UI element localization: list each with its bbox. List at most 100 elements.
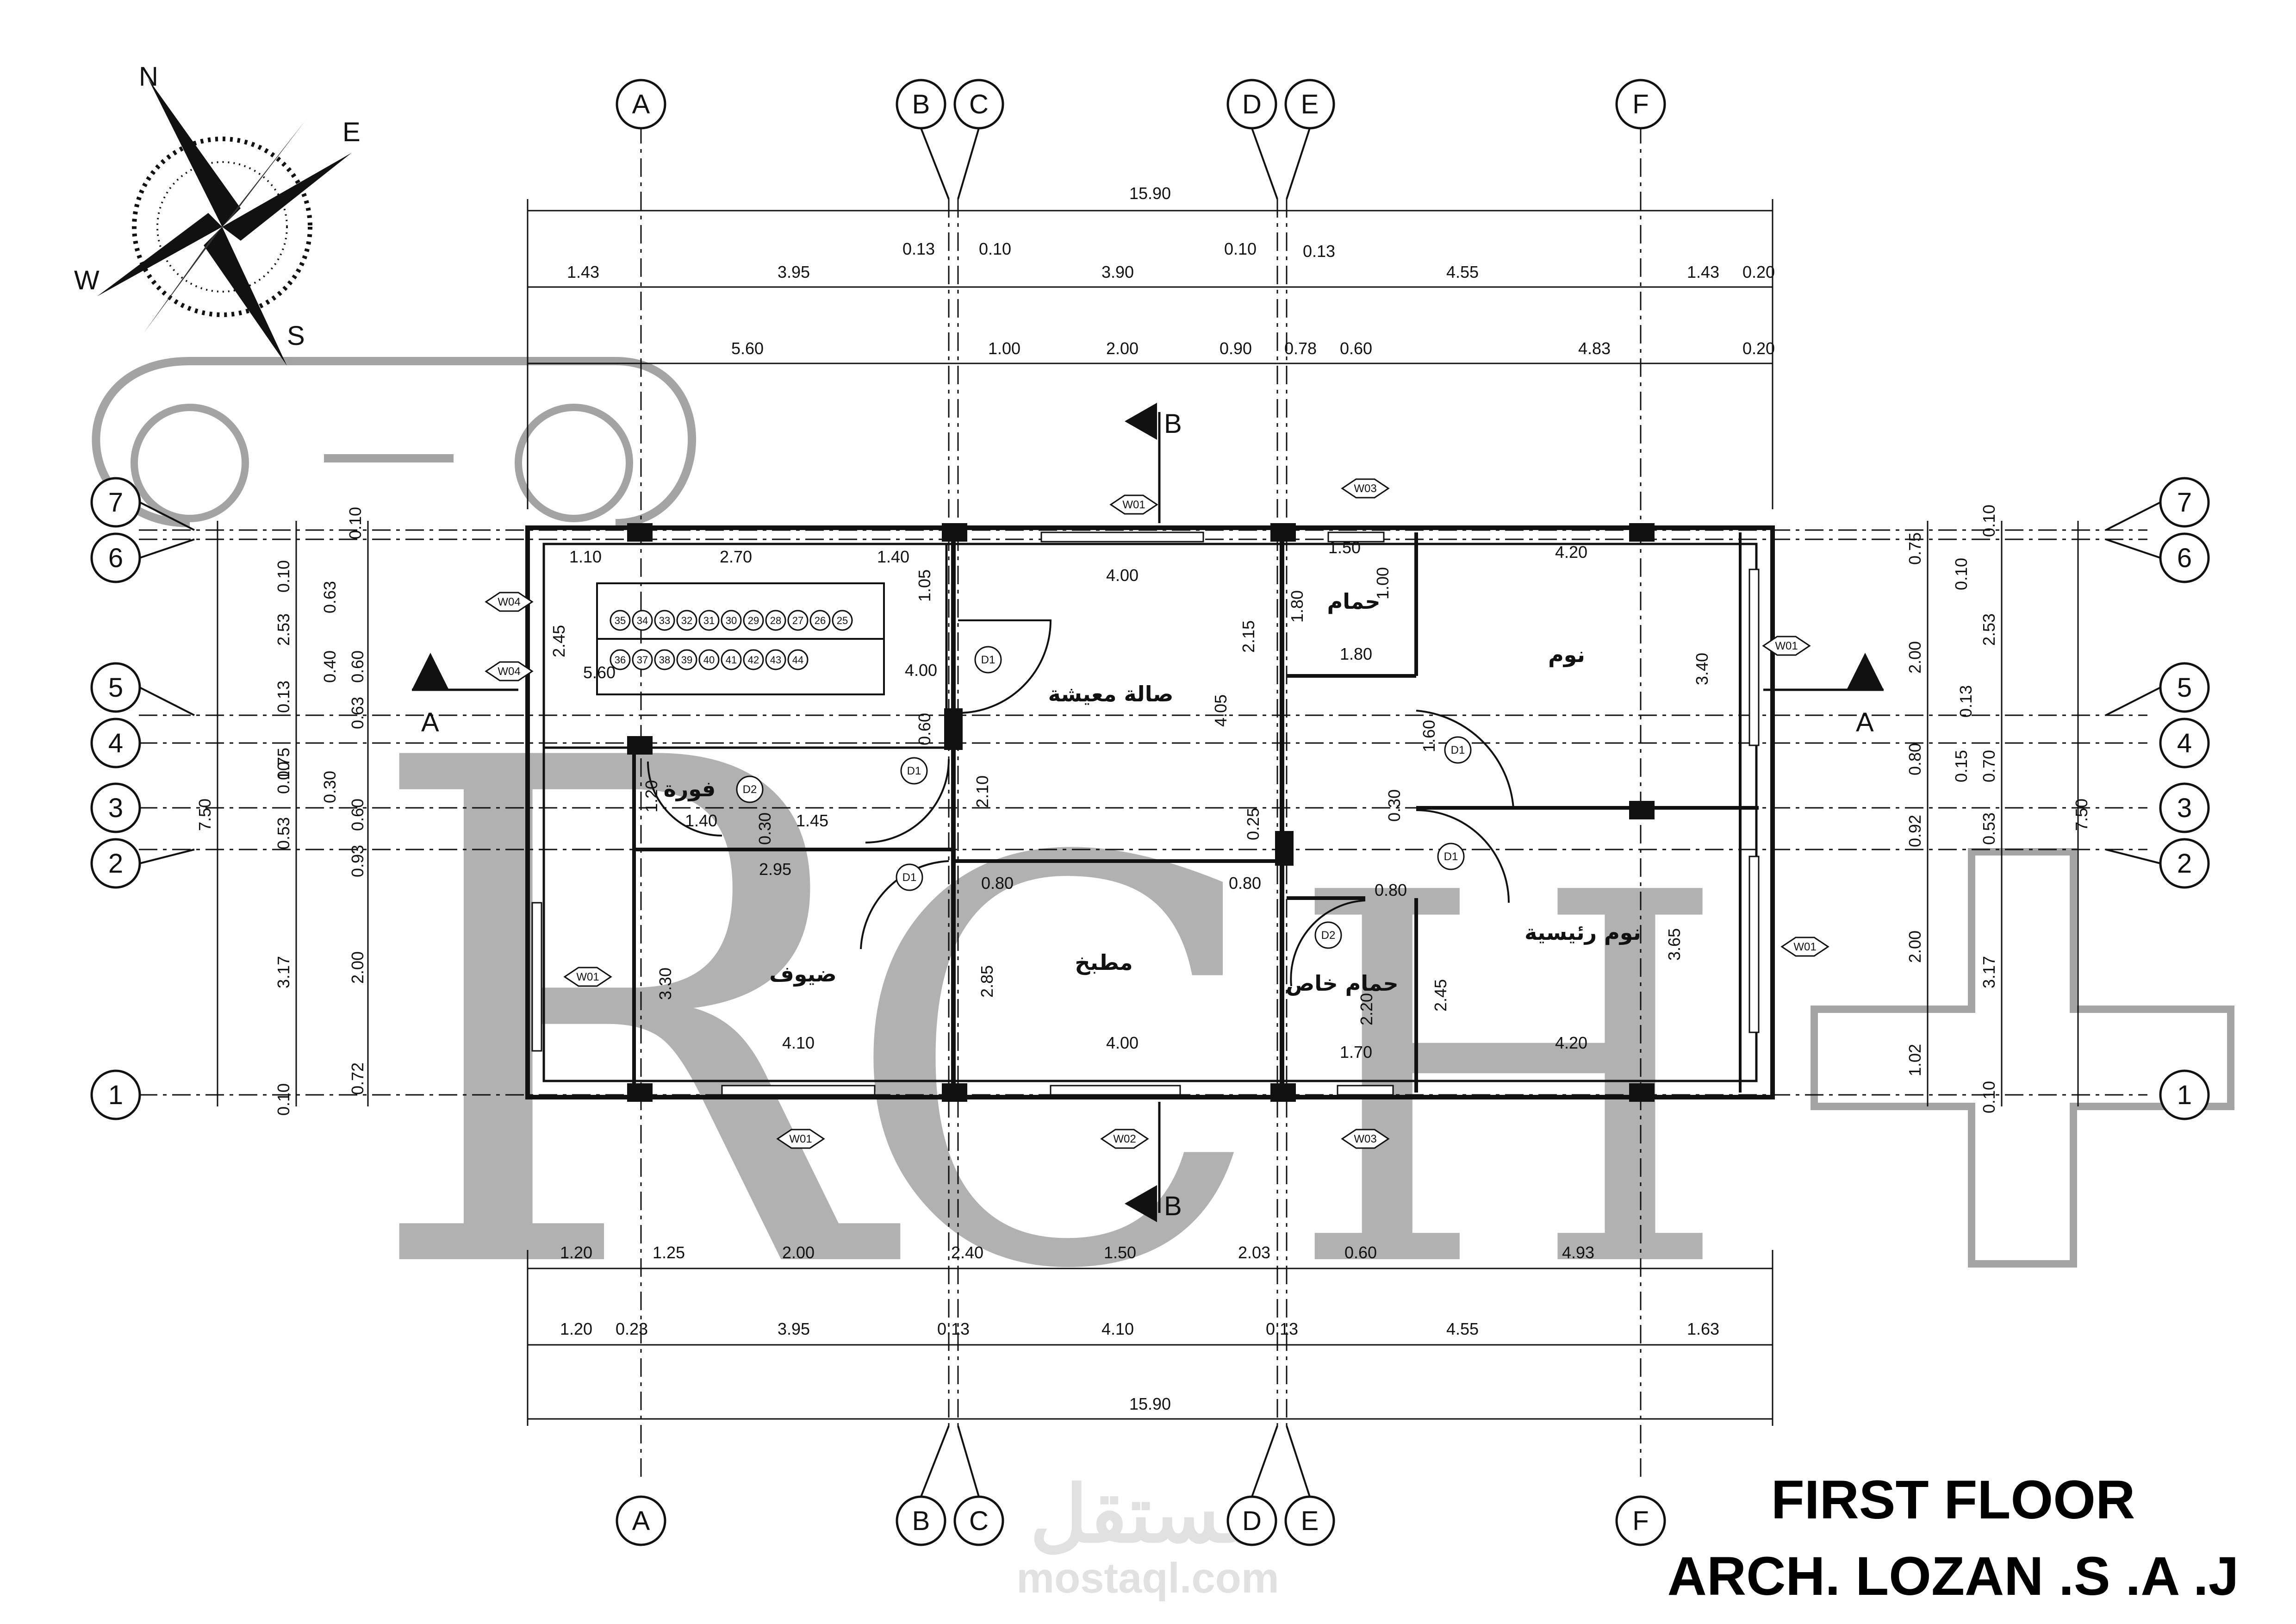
axis-label-d-bottom: D xyxy=(1242,1506,1262,1536)
dim-in-140a: 1.40 xyxy=(877,547,909,566)
compass-s: S xyxy=(287,321,305,351)
stair-step-number: 44 xyxy=(792,654,803,666)
compass-w: W xyxy=(74,265,100,295)
dim-bot-r2-5: 0.13 xyxy=(1266,1319,1298,1338)
dim-left-c3-3: 0.60 xyxy=(348,650,367,683)
dim-in-160: 1.60 xyxy=(1419,720,1438,752)
dim-in-270: 2.70 xyxy=(720,547,752,566)
dimension-lines xyxy=(217,199,2079,1426)
axis-label-1-right: 1 xyxy=(2177,1080,2192,1110)
dim-right-c1-2: 0.80 xyxy=(1905,743,1924,775)
dim-in-215: 2.15 xyxy=(1239,620,1258,653)
stair-step-circle xyxy=(787,610,809,631)
dim-in-170: 1.70 xyxy=(1340,1043,1372,1062)
staircase xyxy=(596,582,885,695)
building-walls xyxy=(525,525,1775,1099)
dim-in-080a: 0.80 xyxy=(981,874,1014,893)
dim-left-c3-4: 0.63 xyxy=(348,697,367,729)
dim-in-410: 4.10 xyxy=(782,1033,815,1052)
stair-step-circle xyxy=(809,610,831,631)
dim-in-080c: 0.80 xyxy=(1375,881,1407,899)
room-bath: حمام xyxy=(1327,589,1381,614)
dim-top-s-1: 0.10 xyxy=(979,239,1011,258)
section-b-bottom: B xyxy=(1164,1191,1182,1221)
axis-bubbles-side xyxy=(90,477,2210,1120)
dim-top-r3-4: 0.78 xyxy=(1284,339,1317,358)
dim-top-r2-2: 3.90 xyxy=(1101,262,1134,281)
dim-left-c3-10: 0.72 xyxy=(348,1062,367,1095)
axis-label-7-right: 7 xyxy=(2177,487,2192,518)
section-a-left: A xyxy=(421,707,439,737)
dim-right-c1-3: 0.92 xyxy=(1905,815,1924,847)
axis-label-5-right: 5 xyxy=(2177,673,2192,703)
dim-top-r3-7: 0.20 xyxy=(1742,339,1775,358)
dim-top-r3-3: 0.90 xyxy=(1220,339,1252,358)
windows xyxy=(531,531,1760,1096)
stair-step-circle xyxy=(676,610,697,631)
dim-bot-r1-6: 0.60 xyxy=(1344,1243,1377,1262)
axis-label-e-bottom: E xyxy=(1301,1506,1319,1536)
dim-top-s-3: 0.13 xyxy=(1303,242,1335,261)
dim-top-r2-1: 3.95 xyxy=(778,262,810,281)
dim-bot-r1-0: 1.20 xyxy=(560,1243,592,1262)
tag-d1-bedroom: D1 xyxy=(1451,744,1465,756)
dim-in-400b: 4.00 xyxy=(1106,1033,1139,1052)
watermark-logo: R C H مستقل mostaql.com xyxy=(92,357,2234,1602)
stair-step-number: 32 xyxy=(681,615,692,626)
axis-label-7-left: 7 xyxy=(108,487,123,518)
axis-label-d-top: D xyxy=(1242,89,1262,119)
stair-step-number: 37 xyxy=(637,654,648,666)
tag-w04-b: W04 xyxy=(498,665,520,678)
dim-in-245b: 2.45 xyxy=(1431,979,1450,1012)
stair-step-number: 40 xyxy=(703,654,715,666)
room-private-bath: حمام خاص xyxy=(1286,971,1398,996)
dim-in-140b: 1.40 xyxy=(685,811,717,830)
axis-label-4-right: 4 xyxy=(2177,728,2192,758)
axis-label-c-top: C xyxy=(969,89,989,119)
axis-label-5-left: 5 xyxy=(108,673,123,703)
stair-step-number: 38 xyxy=(659,654,670,666)
axis-label-c-bottom: C xyxy=(969,1506,989,1536)
dim-top-r3-5: 0.60 xyxy=(1340,339,1372,358)
stair-step-circle xyxy=(721,649,742,670)
tag-d2-bath: D2 xyxy=(1321,929,1336,942)
dim-left-c2-2: 0.13 xyxy=(274,681,293,713)
tag-w02-bottom: W02 xyxy=(1113,1133,1136,1145)
tag-w03-top: W03 xyxy=(1354,482,1376,495)
dim-in-030a: 0.30 xyxy=(755,812,774,845)
dim-left-c2-5: 3.17 xyxy=(274,956,293,988)
axis-label-3-left: 3 xyxy=(108,793,123,823)
axis-label-e-top: E xyxy=(1301,89,1319,119)
dim-in-180a: 1.80 xyxy=(1288,590,1307,623)
dim-bot-r2-0: 1.20 xyxy=(560,1319,592,1338)
stair-step-number: 42 xyxy=(748,654,759,666)
stair-step-number: 35 xyxy=(615,615,626,626)
dim-in-105: 1.05 xyxy=(915,569,934,602)
dim-bot-r2-1: 0.23 xyxy=(616,1319,648,1338)
dim-top-r2-0: 1.43 xyxy=(567,262,599,281)
dim-top-total: 15.90 xyxy=(1129,184,1171,203)
stair-step-circle xyxy=(654,610,675,631)
tag-w01-right-b: W01 xyxy=(1793,941,1816,953)
section-markers: A A B B xyxy=(412,403,1884,1222)
tag-d1-master: D1 xyxy=(1444,850,1458,863)
dim-in-100: 1.00 xyxy=(1373,567,1392,600)
dim-top-s-2: 0.10 xyxy=(1224,239,1257,258)
stair-step-circle xyxy=(698,649,720,670)
axis-label-f-top: F xyxy=(1632,89,1649,119)
dim-in-405: 4.05 xyxy=(1211,694,1230,727)
dim-left-c3-0: 0.10 xyxy=(346,507,365,539)
dim-left-c2-4: 0.53 xyxy=(274,817,293,849)
dim-bot-r1-5: 2.03 xyxy=(1238,1243,1270,1262)
dim-in-295: 2.95 xyxy=(759,860,791,879)
dim-right-c1-0: 0.75 xyxy=(1905,532,1924,565)
axis-label-a-top: A xyxy=(632,89,650,119)
axis-label-6-left: 6 xyxy=(108,543,123,573)
stair-step-circle xyxy=(765,649,786,670)
dim-left-c2-3: 0.10 xyxy=(274,762,293,794)
dim-right-c2-5: 0.70 xyxy=(1979,750,1998,782)
architect-name: ARCH. LOZAN .S .A .J xyxy=(1668,1546,2239,1607)
tag-d2-fover: D2 xyxy=(743,783,757,796)
compass-icon: N E S W xyxy=(74,62,361,366)
